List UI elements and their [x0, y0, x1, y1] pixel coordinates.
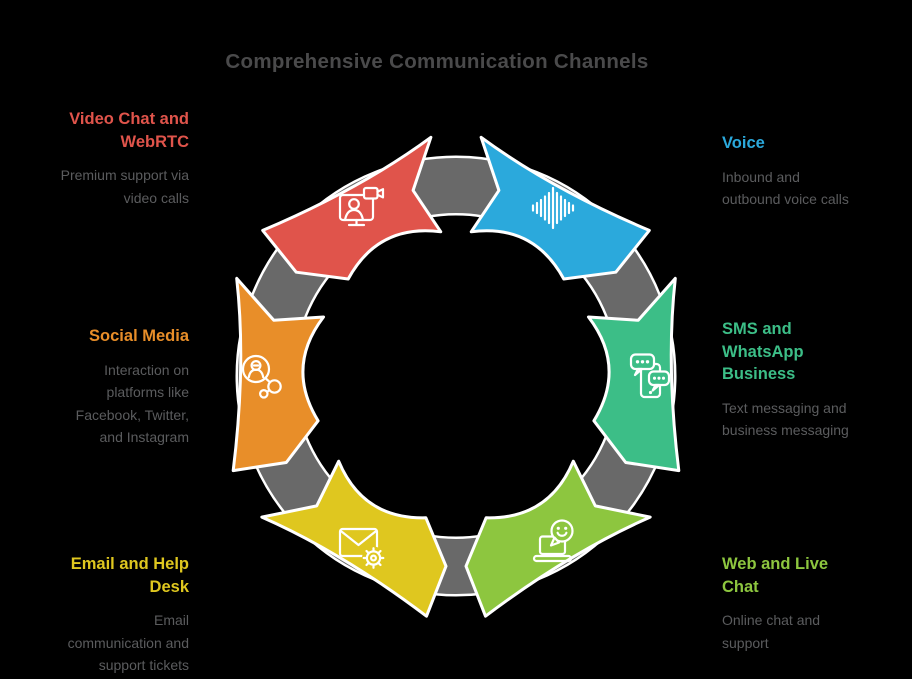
page-title: Comprehensive Communication Channels: [225, 50, 649, 73]
email-gear-icon: [327, 512, 391, 576]
segment-title: Video Chat and WebRTC: [69, 110, 189, 151]
sms-chat-icon: [618, 344, 682, 408]
email-help-desk-label-block: Email and Help Desk Email communication …: [0, 553, 189, 677]
segment-description: Interaction on platforms like Facebook, …: [75, 361, 189, 446]
segment-description: Inbound and outbound voice calls: [722, 168, 849, 208]
segment-title: Social Media: [89, 327, 189, 345]
segment-title: Email and Help Desk: [70, 555, 189, 596]
video-chat-icon: [327, 176, 391, 240]
video-chat-label-block: Video Chat and WebRTC Premium support vi…: [0, 108, 189, 209]
segment-title: SMS and WhatsApp Business: [722, 320, 804, 383]
voice-waveform-icon: [521, 176, 585, 240]
segment-title: Web and Live Chat: [722, 555, 829, 596]
segment-description: Online chat and support: [722, 612, 821, 651]
segment-arrow-social: [231, 276, 325, 473]
segment-arrow-email: [260, 459, 448, 618]
segment-arrow-sms: [587, 276, 681, 473]
web-live-chat-label-block: Web and Live Chat Online chat and suppor…: [722, 553, 912, 654]
segment-description: Text messaging and business messaging: [722, 399, 849, 439]
social-share-icon: [230, 344, 294, 408]
sms-label-block: SMS and WhatsApp Business Text messaging…: [722, 318, 912, 442]
live-chat-laptop-icon: [521, 512, 585, 576]
social-media-label-block: Social Media Interaction on platforms li…: [0, 325, 189, 449]
segment-title: Voice: [722, 134, 765, 152]
segment-description: Premium support via video calls: [60, 167, 189, 206]
voice-label-block: Voice Inbound and outbound voice calls: [722, 132, 912, 211]
segment-description: Email communication and support tickets: [67, 612, 189, 673]
